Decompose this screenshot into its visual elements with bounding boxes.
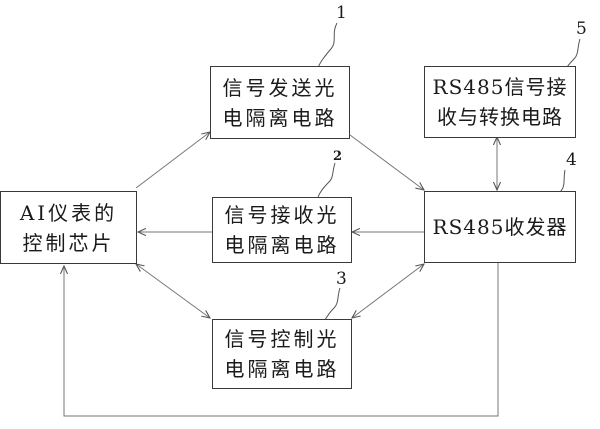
ai-chip-line-2: 控制芯片 bbox=[22, 230, 115, 255]
leader-2 bbox=[317, 162, 336, 198]
rs485-transceiver-line-1: RS485收发器 bbox=[432, 215, 568, 239]
arrow-bottom-loop bbox=[64, 262, 499, 417]
rx-opto-line-2: 电隔离电路 bbox=[224, 233, 340, 257]
rx-opto-block: 信号接收光 电隔离电路 bbox=[212, 197, 352, 263]
ai-chip-line-1: AI仪表的 bbox=[19, 200, 118, 225]
rs485-conv-line-1: RS485信号接 bbox=[432, 75, 568, 99]
arrow-chip-to-tx bbox=[135, 132, 210, 189]
ai-chip-block: AI仪表的 控制芯片 bbox=[0, 191, 137, 264]
ctl-opto-line-2: 电隔离电路 bbox=[224, 357, 340, 381]
ref-number-4: 4 bbox=[566, 150, 577, 170]
tx-opto-block: 信号发送光 电隔离电路 bbox=[210, 66, 350, 139]
tx-opto-line-1: 信号发送光 bbox=[222, 75, 338, 100]
ref-number-3: 3 bbox=[336, 269, 347, 289]
ctl-opto-block: 信号控制光 电隔离电路 bbox=[212, 319, 352, 389]
rs485-conv-line-2: 收与转换电路 bbox=[437, 105, 563, 129]
tx-opto-line-2: 电隔离电路 bbox=[222, 105, 338, 130]
arrow-chip-ctl bbox=[136, 264, 210, 318]
rs485-conv-block: RS485信号接 收与转换电路 bbox=[424, 66, 576, 138]
ref-number-2: 2 bbox=[333, 149, 343, 164]
ref-number-5: 5 bbox=[576, 19, 587, 39]
ctl-opto-line-1: 信号控制光 bbox=[224, 327, 340, 351]
rx-opto-line-1: 信号接收光 bbox=[224, 203, 340, 227]
arrow-ctl-transceiver bbox=[352, 264, 424, 318]
leader-1 bbox=[317, 22, 338, 69]
leader-3 bbox=[323, 287, 341, 323]
rs485-transceiver-block: RS485收发器 bbox=[424, 191, 576, 263]
ref-number-1: 1 bbox=[336, 3, 347, 23]
arrow-tx-to-transceiver bbox=[349, 134, 424, 190]
